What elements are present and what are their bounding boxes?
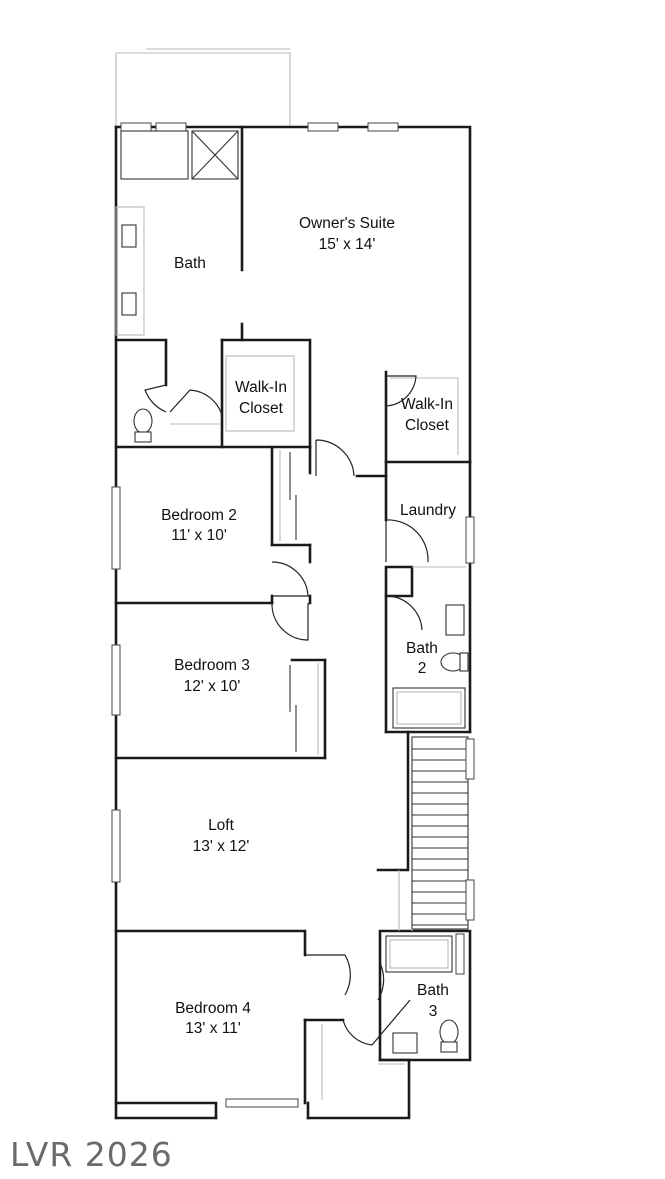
bath-3-line1: Bath <box>417 982 449 999</box>
door-swings <box>144 375 429 1046</box>
bedroom-2-size: 11' x 10' <box>171 527 227 544</box>
owners-bath-name: Bath <box>174 255 206 272</box>
balcony-outline <box>115 48 291 127</box>
interior-walls <box>114 125 472 1105</box>
bedroom-4-name: Bedroom 4 <box>175 1000 251 1017</box>
bath-2-line1: Bath <box>406 640 438 657</box>
walk-in-closet-right-line2: Closet <box>405 417 450 434</box>
loft-name: Loft <box>208 817 235 834</box>
bedroom-3-name: Bedroom 3 <box>174 657 250 674</box>
watermark: LVR 2026 <box>10 1135 173 1174</box>
bedroom-2-name: Bedroom 2 <box>161 507 237 524</box>
owners-suite-name: Owner's Suite <box>299 215 395 232</box>
walk-in-closet-right-line1: Walk-In <box>401 396 453 413</box>
walk-in-closet-left-line1: Walk-In <box>235 379 287 396</box>
fixtures <box>115 130 469 1100</box>
bath-2-line2: 2 <box>418 660 427 677</box>
owners-suite-size: 15' x 14' <box>319 236 376 253</box>
bedroom-3-size: 12' x 10' <box>184 678 241 695</box>
room-labels: Owner's Suite 15' x 14' Bath Walk-In Clo… <box>161 215 456 1037</box>
walk-in-closet-left-line2: Closet <box>239 400 284 417</box>
staircase <box>398 736 469 931</box>
bedroom-4-size: 13' x 11' <box>185 1020 241 1037</box>
bath-3-line2: 3 <box>429 1003 438 1020</box>
loft-size: 13' x 12' <box>193 838 250 855</box>
windows <box>111 122 475 1108</box>
laundry-name: Laundry <box>400 502 456 519</box>
